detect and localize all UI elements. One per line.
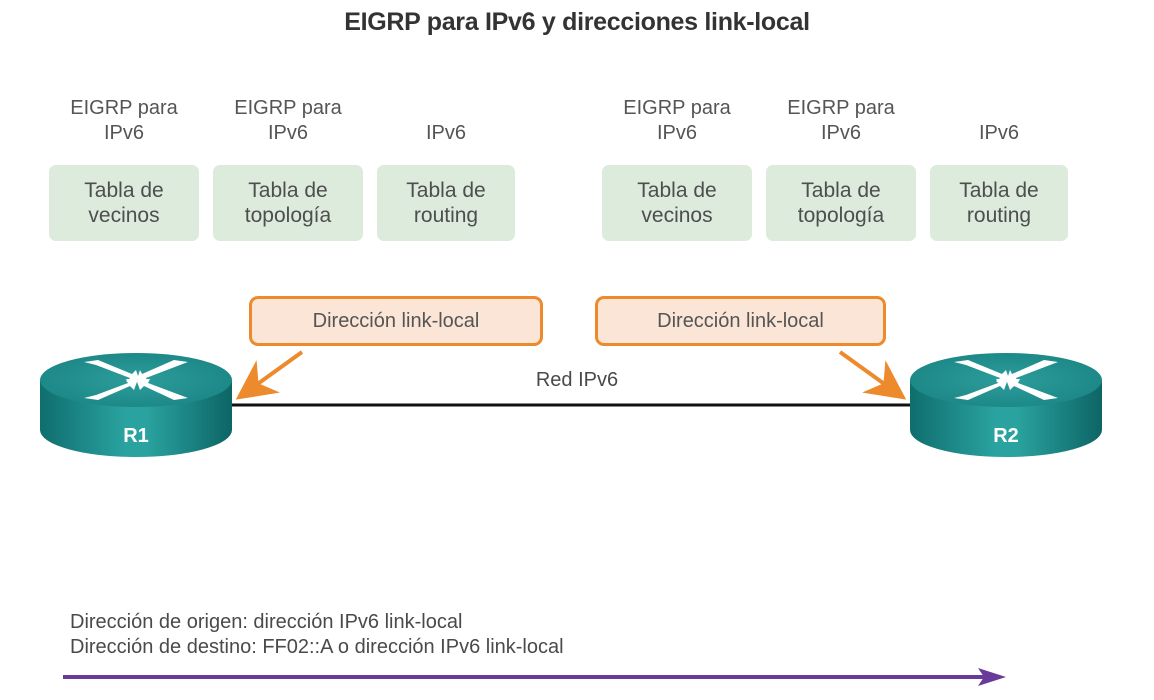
table-line-1: Tabla de bbox=[248, 179, 328, 202]
flow-arrow-head bbox=[978, 668, 1006, 686]
owner-line-2: IPv6 bbox=[425, 122, 467, 144]
table-owner-label: IPv6 bbox=[377, 94, 515, 146]
routing-table-box: Tabla de routing bbox=[930, 165, 1068, 241]
table-line-1: Tabla de bbox=[801, 179, 881, 202]
r2-link-local-callout: Dirección link-local bbox=[595, 296, 886, 346]
network-label: Red IPv6 bbox=[535, 369, 619, 391]
router-arrows-icon bbox=[84, 360, 188, 400]
table-line-2: vecinos bbox=[641, 204, 713, 227]
table-owner-label: EIGRP para IPv6 bbox=[213, 94, 363, 146]
router-arrows-icon bbox=[954, 360, 1058, 400]
table-line-1: Tabla de bbox=[406, 179, 486, 202]
table-line-2: routing bbox=[413, 204, 479, 227]
owner-line-1: EIGRP para bbox=[70, 97, 178, 119]
source-address-text: Dirección de origen: dirección IPv6 link… bbox=[70, 611, 463, 633]
table-line-2: topología bbox=[797, 204, 885, 227]
owner-line-2: IPv6 bbox=[267, 122, 309, 144]
r2-topology-table-group: EIGRP para IPv6 Tabla de topología bbox=[766, 94, 916, 241]
router-r1[interactable]: R1 bbox=[40, 353, 232, 457]
table-line-2: vecinos bbox=[88, 204, 160, 227]
owner-line-1: EIGRP para bbox=[234, 97, 342, 119]
r2-neighbor-table-group: EIGRP para IPv6 Tabla de vecinos bbox=[602, 94, 752, 241]
owner-line-2: IPv6 bbox=[103, 122, 145, 144]
owner-line-1: EIGRP para bbox=[787, 97, 895, 119]
router-r2[interactable]: R2 bbox=[910, 353, 1102, 457]
owner-line-2: IPv6 bbox=[978, 122, 1020, 144]
owner-line-1: EIGRP para bbox=[623, 97, 731, 119]
neighbor-table-box: Tabla de vecinos bbox=[602, 165, 752, 241]
r1-topology-table-group: EIGRP para IPv6 Tabla de topología bbox=[213, 94, 363, 241]
table-line-1: Tabla de bbox=[637, 179, 717, 202]
r1-link-local-callout: Dirección link-local bbox=[249, 296, 543, 346]
neighbor-table-box: Tabla de vecinos bbox=[49, 165, 199, 241]
r1-neighbor-table-group: EIGRP para IPv6 Tabla de vecinos bbox=[49, 94, 199, 241]
table-line-2: routing bbox=[966, 204, 1032, 227]
r2-routing-table-group: IPv6 Tabla de routing bbox=[930, 94, 1068, 241]
table-line-2: topología bbox=[244, 204, 332, 227]
destination-address-text: Dirección de destino: FF02::A o direcció… bbox=[70, 636, 564, 658]
table-line-1: Tabla de bbox=[84, 179, 164, 202]
owner-line-2: IPv6 bbox=[820, 122, 862, 144]
r1-callout-pointer bbox=[235, 350, 304, 400]
topology-table-box: Tabla de topología bbox=[766, 165, 916, 241]
diagram-title: EIGRP para IPv6 y direcciones link-local bbox=[344, 8, 810, 36]
routing-table-box: Tabla de routing bbox=[377, 165, 515, 241]
topology-table-box: Tabla de topología bbox=[213, 165, 363, 241]
router-name-label: R1 bbox=[123, 425, 149, 447]
table-owner-label: EIGRP para IPv6 bbox=[49, 94, 199, 146]
table-owner-label: EIGRP para IPv6 bbox=[766, 94, 916, 146]
r2-callout-pointer bbox=[838, 350, 907, 400]
owner-line-2: IPv6 bbox=[656, 122, 698, 144]
router-name-label: R2 bbox=[993, 425, 1019, 447]
table-owner-label: IPv6 bbox=[930, 94, 1068, 146]
table-line-1: Tabla de bbox=[959, 179, 1039, 202]
table-owner-label: EIGRP para IPv6 bbox=[602, 94, 752, 146]
r1-routing-table-group: IPv6 Tabla de routing bbox=[377, 94, 515, 241]
